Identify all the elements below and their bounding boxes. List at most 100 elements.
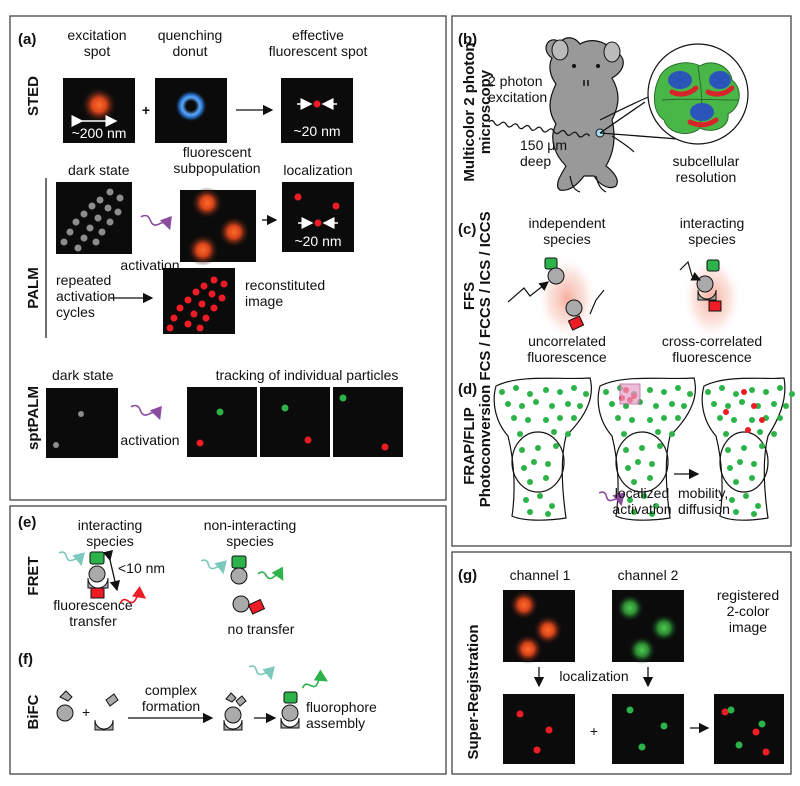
d-fluorophore-dot — [723, 409, 729, 415]
d-fluorophore-dot — [723, 431, 729, 437]
g-reg-red-dot — [721, 708, 729, 716]
d-fluorophore-dot — [749, 387, 755, 393]
g-channel1: channel 1 — [510, 567, 571, 583]
g-green-dot — [660, 722, 668, 730]
panel-c-label: (c) — [458, 221, 476, 238]
g-green-dot — [638, 743, 646, 751]
c-protein-1 — [547, 267, 565, 285]
c-red-fluor — [567, 315, 585, 331]
g-title: Super-Registration — [465, 624, 482, 759]
palm-reconstituted-dot — [184, 296, 192, 304]
palm-dark-dot — [92, 238, 100, 246]
g-red-dot — [545, 726, 553, 734]
d-fluorophore-dot — [631, 479, 637, 485]
palm-blob-2 — [218, 216, 250, 248]
bifc-final-protein-a — [281, 704, 299, 722]
fret-green-emission-wave — [257, 566, 284, 581]
d-fluorophore-dot — [519, 447, 525, 453]
d-fluorophore-dot — [789, 391, 795, 397]
palm-reconstituted-dot — [184, 320, 192, 328]
bifc-fragment-a — [59, 690, 73, 702]
d-fluorophore-dot — [621, 431, 627, 437]
d-nucleus-2 — [615, 431, 669, 493]
d-fluorophore-dot — [669, 431, 675, 437]
palm-dark-dot — [86, 224, 94, 232]
zoom-line-1 — [599, 101, 646, 134]
fret-distance-arrow — [102, 549, 120, 592]
d-fluorophore-dot — [653, 403, 659, 409]
palm-reconstituted-dot — [210, 276, 218, 284]
d-fluorophore-dot — [521, 465, 527, 471]
d-fluorophore-dot — [771, 431, 777, 437]
d-fluorophore-dot — [551, 429, 557, 435]
d-fluorophore-dot — [571, 385, 577, 391]
g-ch2-blob — [628, 636, 656, 664]
d-fluorophore-dot — [739, 399, 745, 405]
d-cell-1 — [493, 377, 592, 521]
palm-reconstituted-dots — [166, 276, 228, 332]
panel-a-label: (a) — [18, 31, 36, 48]
d-fluorophore-dot — [565, 431, 571, 437]
d-fluorophore-dot — [777, 415, 783, 421]
bifc-complex-protein-a — [224, 706, 242, 724]
g-localization: localization — [559, 668, 628, 684]
fret-nonint-green-fluorophore — [231, 555, 247, 569]
sted-effective-image — [281, 78, 353, 143]
palm-loc-dot — [294, 193, 302, 201]
d-fluorophore-dot — [533, 399, 539, 405]
quenching-donut — [175, 90, 207, 122]
sptpalm-red-dot — [381, 443, 389, 451]
palm-reconstituted-dot — [220, 280, 228, 288]
d-fluorophore-dot — [647, 387, 653, 393]
d-fluorophore-dot — [751, 461, 757, 467]
d-fluorophore-dot — [657, 443, 663, 449]
c-int-protein-1 — [696, 275, 714, 293]
palm-dark-molecules — [60, 188, 124, 252]
g-ch2-blob — [650, 614, 678, 642]
d-fluorophore-dot — [523, 497, 529, 503]
d-fluorophore-dot — [549, 503, 555, 509]
d-fluorophore-dot — [571, 415, 577, 421]
fret-nonint-protein-a — [230, 567, 248, 585]
bifc-emission-wave — [301, 669, 329, 689]
c-int-red-fluor — [708, 300, 722, 312]
d-fluorophore-dot — [543, 475, 549, 481]
palm-dark-dot — [114, 208, 122, 216]
d-fluorophore-dot — [535, 445, 541, 451]
g-reg-green-dot — [735, 741, 743, 749]
d-fluorophore-dot — [549, 403, 555, 409]
palm-dark-dot — [106, 188, 114, 196]
sptpalm-dark-state: dark state — [52, 367, 114, 383]
d-fluorophore-dot — [741, 445, 747, 451]
d-fluorophore-dot — [519, 403, 525, 409]
d-fluorophore-dot — [749, 417, 755, 423]
sptpalm-red-dot — [196, 439, 204, 447]
d-fluorophore-dot — [783, 403, 789, 409]
palm-dark-dot — [80, 234, 88, 242]
d-fluorophore-dot — [565, 401, 571, 407]
d-fluorophore-dot — [749, 475, 755, 481]
d-fluorophore-dot — [733, 391, 739, 397]
c-int-green-fluor — [706, 259, 720, 272]
d-fluorophore-dot — [527, 391, 533, 397]
d-fluorophore-dot — [757, 429, 763, 435]
d-fluorophore-dot — [505, 401, 511, 407]
palm-reconstituted-dot — [192, 288, 200, 296]
d-fluorophore-dot — [687, 391, 693, 397]
palm-dark-state: dark state — [68, 162, 130, 178]
d-cell-2 — [597, 377, 696, 521]
palm-reconstituted-dot — [202, 314, 210, 322]
d-fluorophore-dot — [733, 509, 739, 515]
fret-protein-a — [88, 565, 106, 583]
d-title: FRAP/FLIPPhotoconversion — [461, 385, 494, 508]
d-fluorophore-dot — [727, 465, 733, 471]
palm-dark-dot — [72, 218, 80, 226]
